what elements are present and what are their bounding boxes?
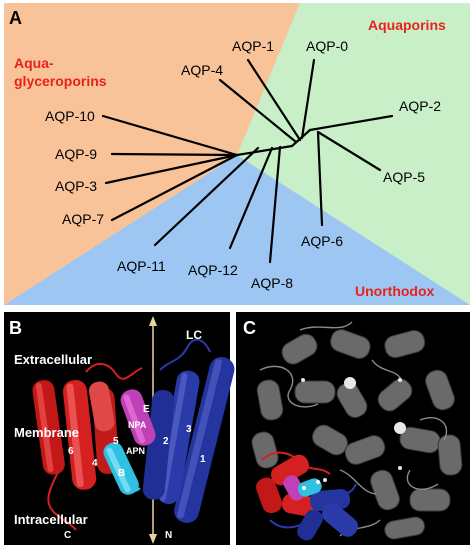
leaf-label-aqp1: AQP-1	[232, 38, 274, 54]
helix-4-label: 4	[92, 458, 98, 469]
pore-marker	[394, 422, 406, 434]
leaf-label-aqp9: AQP-9	[55, 146, 97, 162]
leaf-label-aqp3: AQP-3	[55, 178, 97, 194]
panel-c-label: C	[243, 318, 256, 338]
aquaglyceroporins-group-label-line2: glyceroporins	[14, 73, 107, 89]
extracellular-label: Extracellular	[14, 352, 92, 367]
helix-3-label: 3	[186, 424, 192, 435]
phylogenetic-tree	[101, 58, 394, 264]
membrane-label: Membrane	[14, 425, 79, 440]
panel-a: A Aquaporins Aqua- glyceroporins Unortho…	[4, 3, 470, 305]
loop-c-label: LC	[186, 328, 202, 342]
npa-motif-label: NPA	[128, 420, 147, 430]
leaf-label-aqp7: AQP-7	[62, 211, 104, 227]
highlighted-monomer	[256, 451, 359, 541]
tetramer-grey-subunits	[251, 321, 463, 540]
leaf-label-aqp5: AQP-5	[383, 169, 425, 185]
helix-1-label: 1	[200, 454, 206, 465]
helix-2-label: 2	[163, 436, 169, 447]
leaf-label-aqp6: AQP-6	[301, 233, 343, 249]
leaf-label-aqp2: AQP-2	[399, 98, 441, 114]
panel-b-label: B	[9, 318, 22, 338]
panel-c: C	[236, 312, 470, 545]
helix-6-label: 6	[68, 446, 74, 457]
unorthodox-group-label: Unorthodox	[355, 283, 435, 299]
helix-5-label: 5	[113, 436, 119, 447]
aquaporins-group-label: Aquaporins	[368, 17, 446, 33]
panel-a-label: A	[9, 8, 22, 28]
pore-helices	[103, 389, 156, 495]
c-terminus-label: C	[64, 530, 71, 541]
apn-motif-label: APN	[126, 446, 145, 456]
blue-helices	[142, 357, 235, 523]
intracellular-label: Intracellular	[14, 512, 88, 527]
leaf-label-aqp12: AQP-12	[188, 262, 238, 278]
aquaglyceroporins-group-label-line1: Aqua-	[14, 55, 54, 71]
panel-b: B Extracellular Membrane Intracellular L…	[4, 312, 235, 545]
leaf-label-aqp11: AQP-11	[117, 258, 166, 274]
helix-e-label: E	[143, 404, 150, 415]
helix-b-label: B	[118, 468, 125, 479]
n-terminus-label: N	[165, 530, 172, 541]
leaf-label-aqp10: AQP-10	[45, 108, 95, 124]
pore-marker	[344, 377, 356, 389]
leaf-label-aqp0: AQP-0	[306, 38, 348, 54]
leaf-label-aqp8: AQP-8	[251, 275, 293, 291]
leaf-label-aqp4: AQP-4	[181, 62, 223, 78]
